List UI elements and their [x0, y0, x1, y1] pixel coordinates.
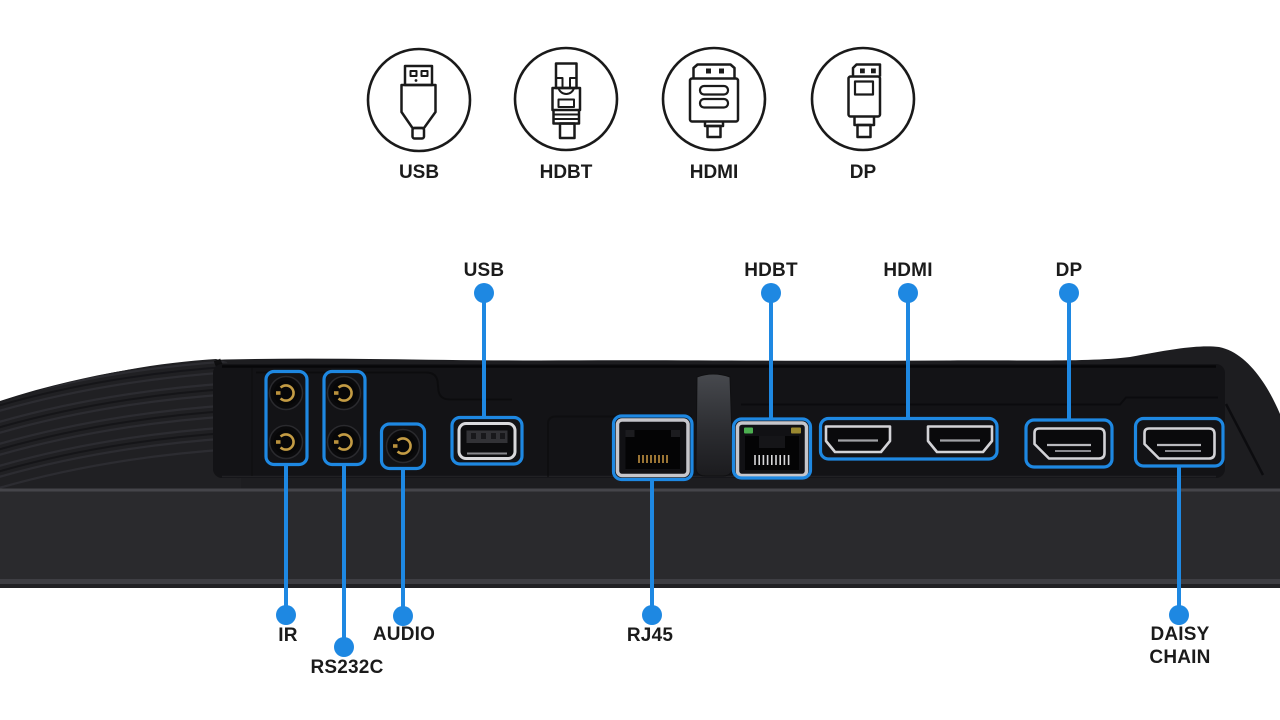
legend-label-hdbt: HDBT [539, 162, 593, 183]
callout-label-audio: AUDIO [372, 624, 436, 645]
usb-port [457, 422, 517, 460]
rj45-pins [638, 455, 668, 463]
dp-port [1033, 427, 1106, 460]
ir-jack-top [268, 375, 304, 411]
ir-callout-dot [276, 605, 296, 625]
bezel-band [0, 491, 1280, 579]
bezel-under-shadow [0, 584, 1280, 588]
bezel-highlight [0, 488, 1280, 492]
callout-label-daisy-chain: DAISY CHAIN [1149, 624, 1211, 668]
dp-connector-icon [810, 46, 916, 152]
rj45-port [615, 418, 690, 478]
callout-label-ir: IR [278, 625, 298, 646]
bezel-bottom-edge [0, 579, 1280, 584]
callout-label-rs232c: RS232C [310, 657, 384, 678]
hdbt-connector-icon [513, 46, 619, 152]
callout-label-dp: DP [1055, 260, 1083, 281]
audio-callout-dot [393, 606, 413, 626]
legend-label-hdmi: HDMI [689, 162, 739, 183]
daisy-chain-port [1143, 427, 1216, 460]
hdmi-port-1 [824, 425, 892, 454]
daisy-chain-callout-dot [1169, 605, 1189, 625]
hdmi-port-2 [926, 425, 994, 454]
callout-label-rj45: RJ45 [626, 625, 674, 646]
rs232c-jack-bottom [326, 424, 362, 460]
callout-label-hdmi: HDMI [883, 260, 933, 281]
legend-label-usb: USB [398, 162, 440, 183]
rs232c-jack-top [326, 375, 362, 411]
hdbt-led-amber [791, 427, 801, 434]
ir-jack-bottom [268, 424, 304, 460]
hdmi-connector-icon [661, 46, 767, 152]
usb-highlight [450, 415, 524, 466]
hdbt-callout-dot [761, 283, 781, 303]
usb-callout-dot [474, 283, 494, 303]
panel-seams [251, 368, 1265, 477]
jack-ports [268, 375, 421, 464]
hdbt-contacts [754, 455, 790, 465]
hdbt-led-green [744, 427, 753, 434]
callout-label-hdbt: HDBT [744, 260, 798, 281]
rs232c-callout-dot [334, 637, 354, 657]
callout-lines [284, 292, 1181, 647]
dp-callout-dot [1059, 283, 1079, 303]
legend-icons [366, 46, 916, 153]
usb-connector-icon [366, 47, 472, 153]
stand-bracket [695, 373, 734, 477]
ribbed-texture [0, 359, 242, 494]
ports [268, 375, 1216, 478]
legend-label-dp: DP [849, 162, 877, 183]
hdbt-port [735, 421, 809, 478]
hdmi-callout-dot [898, 283, 918, 303]
audio-jack [385, 428, 421, 464]
callout-dots [276, 283, 1189, 657]
rj45-callout-dot [642, 605, 662, 625]
callout-label-usb: USB [463, 260, 505, 281]
